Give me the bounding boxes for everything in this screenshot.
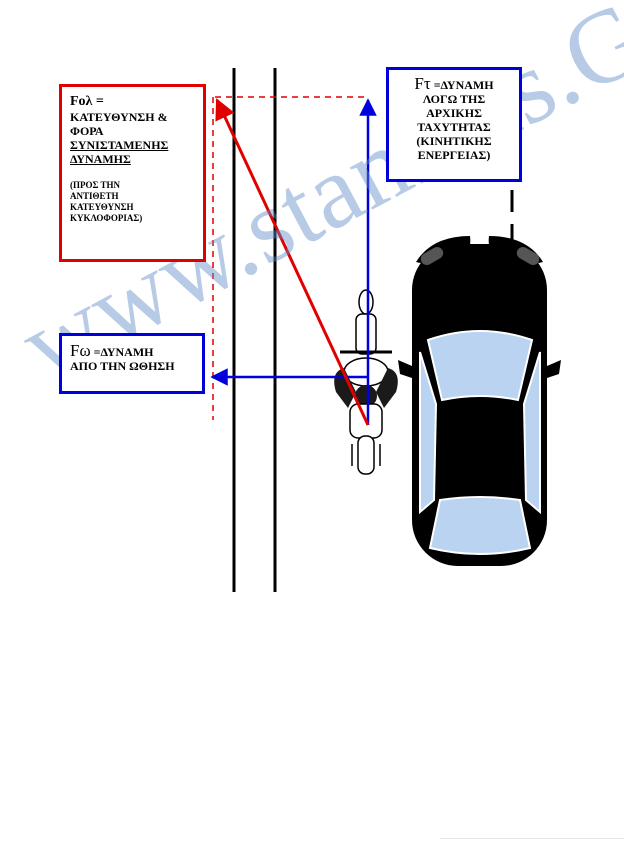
push-eq: =ΔΥΝΑΜΗ [90, 345, 154, 359]
car-windshield [426, 330, 534, 402]
resultant-note-2: ΑΝΤΙΘΕΤΗ [70, 191, 119, 201]
initial-speed-line-2: ΑΡΧΙΚΗΣ [426, 106, 482, 120]
resultant-underlined-2: ΔΥΝΑΜΗΣ [70, 152, 131, 166]
label-initial-speed-force: Fτ =ΔΥΝΑΜΗ ΛΟΓΩ ΤΗΣ ΑΡΧΙΚΗΣ ΤΑΧΥΤΗΤΑΣ (Κ… [386, 67, 522, 182]
corner-divider [440, 838, 624, 839]
car-mirror-right [547, 360, 561, 378]
initial-speed-line-3: ΤΑΧΥΤΗΤΑΣ [417, 120, 491, 134]
car-window-left [419, 351, 438, 515]
resultant-note-3: ΚΑΤΕΥΘΥΝΣΗ [70, 202, 134, 212]
initial-speed-eq: =ΔΥΝΑΜΗ [430, 78, 494, 92]
initial-speed-line-5: ΕΝΕΡΓΕΙΑΣ) [417, 148, 491, 162]
label-push-force: Fω =ΔΥΝΑΜΗ ΑΠΟ ΤΗΝ ΩΘΗΣΗ [59, 333, 205, 394]
resultant-symbol: Fολ = [70, 94, 104, 109]
car-mirror-left [398, 360, 412, 378]
car-rear-window [428, 496, 532, 555]
resultant-note-4: ΚΥΚΛΟΦΟΡΙΑΣ) [70, 213, 143, 223]
force-resultant-arrow [215, 98, 370, 426]
initial-speed-line-1: ΛΟΓΩ ΤΗΣ [422, 92, 486, 106]
initial-speed-line-4: (ΚΙΝΗΤΙΚΗΣ [416, 134, 492, 148]
motorcycle-rider [334, 289, 398, 475]
car-window-right [522, 351, 541, 515]
push-symbol: Fω [70, 341, 91, 360]
car [398, 236, 561, 566]
initial-speed-symbol: Fτ [414, 74, 431, 93]
label-resultant-force: Fολ = ΚΑΤΕΥΘΥΝΣΗ & ΦΟΡΑ ΣΥΝΙΣΤΑΜΕΝΗΣ ΔΥΝ… [59, 84, 206, 262]
resultant-note-1: (ΠΡΟΣ ΤΗΝ [70, 180, 120, 190]
initial-speed-title: Fτ =ΔΥΝΑΜΗ [397, 74, 511, 93]
push-line: ΑΠΟ ΤΗΝ ΩΘΗΣΗ [70, 359, 175, 373]
resultant-line-2: ΦΟΡΑ [70, 124, 104, 138]
resultant-line-1: ΚΑΤΕΥΘΥΝΣΗ & [70, 110, 168, 124]
push-title: Fω =ΔΥΝΑΜΗ [70, 341, 194, 360]
resultant-note: (ΠΡΟΣ ΤΗΝ ΑΝΤΙΘΕΤΗ ΚΑΤΕΥΘΥΝΣΗ ΚΥΚΛΟΦΟΡΙΑ… [70, 180, 195, 224]
resultant-underlined-1: ΣΥΝΙΣΤΑΜΕΝΗΣ [70, 138, 169, 152]
